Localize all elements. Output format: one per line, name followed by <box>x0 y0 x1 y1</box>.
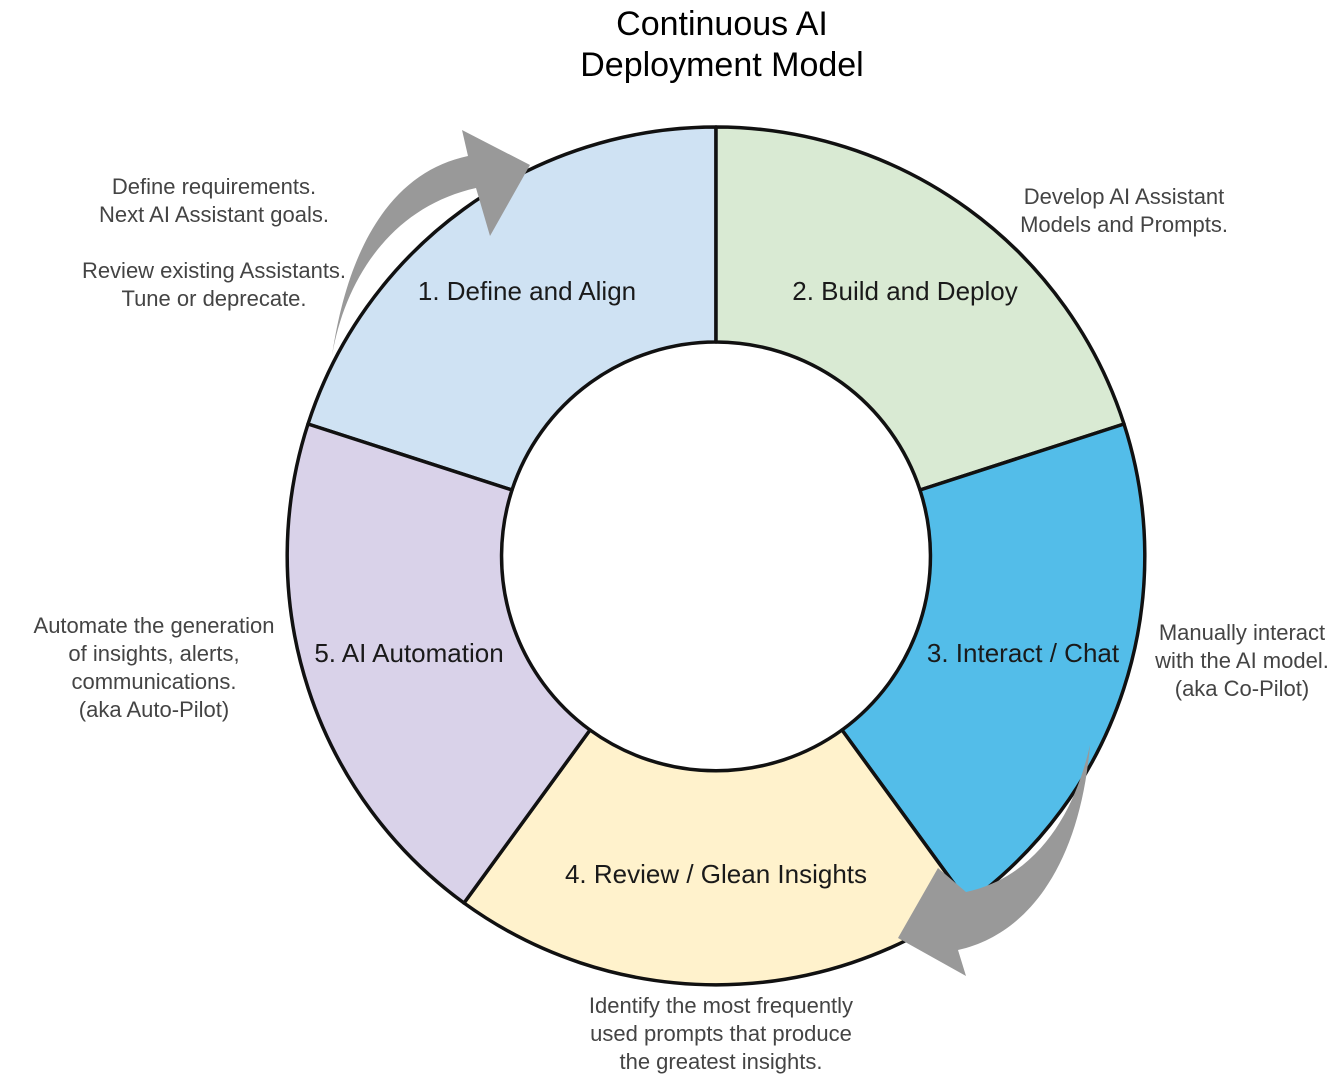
bottom-right-cycle-arrow-icon <box>898 745 1090 976</box>
note-line: the greatest insights. <box>619 1049 823 1074</box>
note-line: used prompts that produce <box>590 1021 852 1046</box>
note-line: Automate the generation <box>33 613 275 638</box>
segment-label-define-and-align: 1. Define and Align <box>418 276 636 306</box>
diagram-title-line-1: Continuous AI <box>616 5 828 43</box>
note-line: Review existing Assistants. <box>81 258 347 283</box>
note-line: Tune or deprecate. <box>121 286 307 311</box>
note-line: Develop AI Assistant <box>1023 184 1225 209</box>
note-line: Identify the most frequently <box>588 993 854 1018</box>
segment-labels: 1. Define and Align 2. Build and Deploy … <box>314 276 1120 889</box>
note-line: Manually interact <box>1158 620 1326 645</box>
diagram-title-line-2: Deployment Model <box>580 46 864 84</box>
ring-segments <box>285 125 1147 987</box>
diagram-title: Continuous AI Deployment Model <box>472 4 972 86</box>
note-line: communications. <box>71 669 237 694</box>
segment-define-and-align[interactable] <box>306 125 718 492</box>
note-review-glean-insights: Identify the most frequently used prompt… <box>561 992 881 1076</box>
top-left-cycle-arrow-icon <box>332 130 530 356</box>
segment-label-build-and-deploy: 2. Build and Deploy <box>792 276 1017 306</box>
note-build-and-deploy: Develop AI Assistant Models and Prompts. <box>994 183 1254 239</box>
note-define-and-align: Define requirements. Next AI Assistant g… <box>54 173 374 313</box>
cycle-arrows <box>332 130 1090 976</box>
note-line: of insights, alerts, <box>68 641 240 666</box>
note-line: (aka Auto-Pilot) <box>78 697 230 722</box>
note-line: (aka Co-Pilot) <box>1174 676 1310 701</box>
note-line: with the AI model. <box>1155 648 1329 673</box>
note-line: Models and Prompts. <box>1020 212 1228 237</box>
segment-review-glean-insights[interactable] <box>462 728 970 987</box>
segment-build-and-deploy[interactable] <box>714 125 1126 492</box>
segment-label-interact-chat: 3. Interact / Chat <box>927 638 1120 668</box>
segment-interact-chat[interactable] <box>840 422 1147 905</box>
segment-label-review-glean-insights: 4. Review / Glean Insights <box>565 859 867 889</box>
note-line: Define requirements. <box>111 174 317 199</box>
segment-ai-automation[interactable] <box>285 422 592 905</box>
note-interact-chat: Manually interact with the AI model. (ak… <box>1140 619 1344 703</box>
segment-label-ai-automation: 5. AI Automation <box>314 638 503 668</box>
note-ai-automation: Automate the generation of insights, ale… <box>14 612 294 724</box>
note-line: Next AI Assistant goals. <box>99 202 329 227</box>
